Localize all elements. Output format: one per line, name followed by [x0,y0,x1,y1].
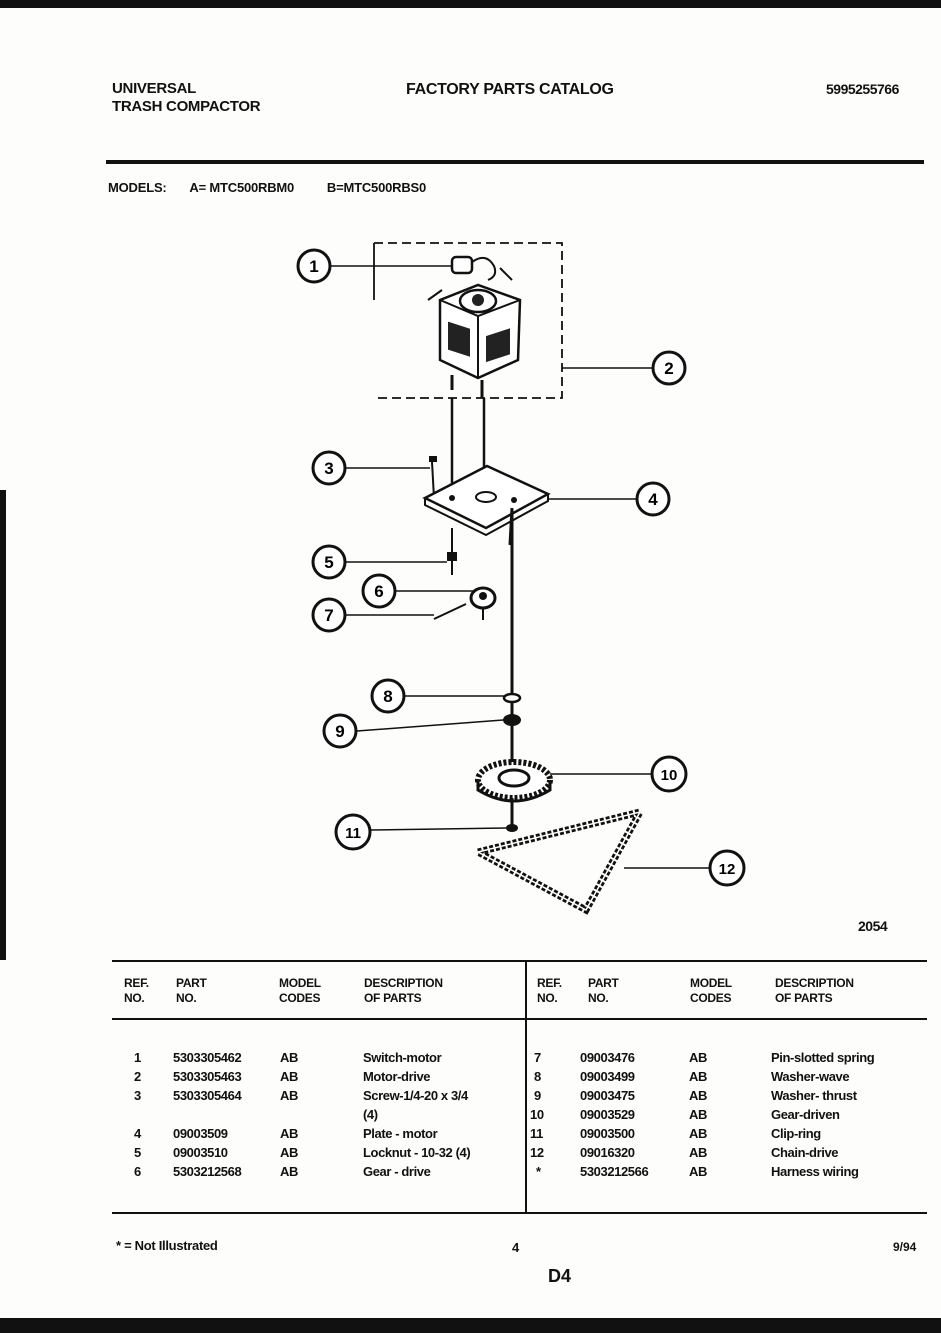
page-number: 4 [512,1240,520,1255]
models-line: MODELS: A= MTC500RBM0 B=MTC500RBS0 [108,180,426,195]
not-illustrated-note: * = Not Illustrated [116,1238,218,1253]
callout-3: 3 [311,450,347,486]
models-label: MODELS: [108,180,167,195]
table-column-divider [525,962,527,1212]
callout-10: 10 [650,755,688,793]
table-bottom-rule [112,1212,927,1214]
callout-11: 11 [334,813,372,851]
callout-5: 5 [311,544,347,580]
bottom-scan-border [0,1318,941,1333]
catalog-title: FACTORY PARTS CATALOG [406,81,614,98]
exploded-parts-diagram: 1 2 3 4 5 6 7 8 9 10 11 12 [296,242,746,915]
locknut-part [447,552,457,561]
brand-line-2: TRASH COMPACTOR [112,98,261,115]
callout-2: 2 [651,350,687,386]
callout-1: 1 [296,248,332,284]
callout-6: 6 [361,573,397,609]
svg-text:9: 9 [335,722,344,741]
brand-block: UNIVERSAL TRASH COMPACTOR [112,80,261,116]
motor-frame [373,242,563,399]
motor-plate-part [422,464,551,537]
washer-wave-part [502,692,522,704]
model-b: B=MTC500RBS0 [326,180,427,195]
brand-line-1: UNIVERSAL [112,80,196,97]
callout-4: 4 [635,481,671,517]
screw-part [429,456,437,499]
gear-driven-part [475,759,553,803]
catalog-number: 5995255766 [826,81,899,97]
model-a: A= MTC500RBM0 [189,180,295,195]
table-header-rule [112,1018,927,1020]
svg-text:1: 1 [309,257,318,276]
top-scan-border [0,0,941,8]
section-code: D4 [548,1266,572,1286]
svg-text:2: 2 [664,359,673,378]
washer-thrust-part [503,714,521,726]
right-ref-header: REF.NO. [537,976,562,1005]
motor-drive-part [427,267,522,398]
svg-text:3: 3 [324,459,333,478]
callout-12: 12 [708,849,746,887]
svg-text:6: 6 [374,582,383,601]
leader-lines [331,265,710,869]
figure-number: 2054 [858,918,888,934]
callout-7: 7 [311,597,347,633]
clip-ring-part [506,824,518,832]
svg-text:7: 7 [324,606,333,625]
left-scan-mark [0,490,6,960]
table-row: (4) [363,1107,378,1122]
svg-text:11: 11 [345,825,361,842]
gear-drive-part [469,586,497,620]
table-top-rule [112,960,927,962]
pin-part [433,603,467,620]
revision-date: 9/94 [893,1240,917,1254]
switch-motor-part [450,255,497,281]
left-ref-header: REF.NO. [124,976,149,1005]
svg-text:4: 4 [648,490,658,509]
svg-text:5: 5 [324,553,333,572]
callout-8: 8 [370,678,406,714]
svg-text:8: 8 [383,687,392,706]
svg-text:12: 12 [719,861,736,878]
svg-text:10: 10 [661,767,678,784]
callout-9: 9 [322,713,358,749]
header-rule [106,160,924,164]
